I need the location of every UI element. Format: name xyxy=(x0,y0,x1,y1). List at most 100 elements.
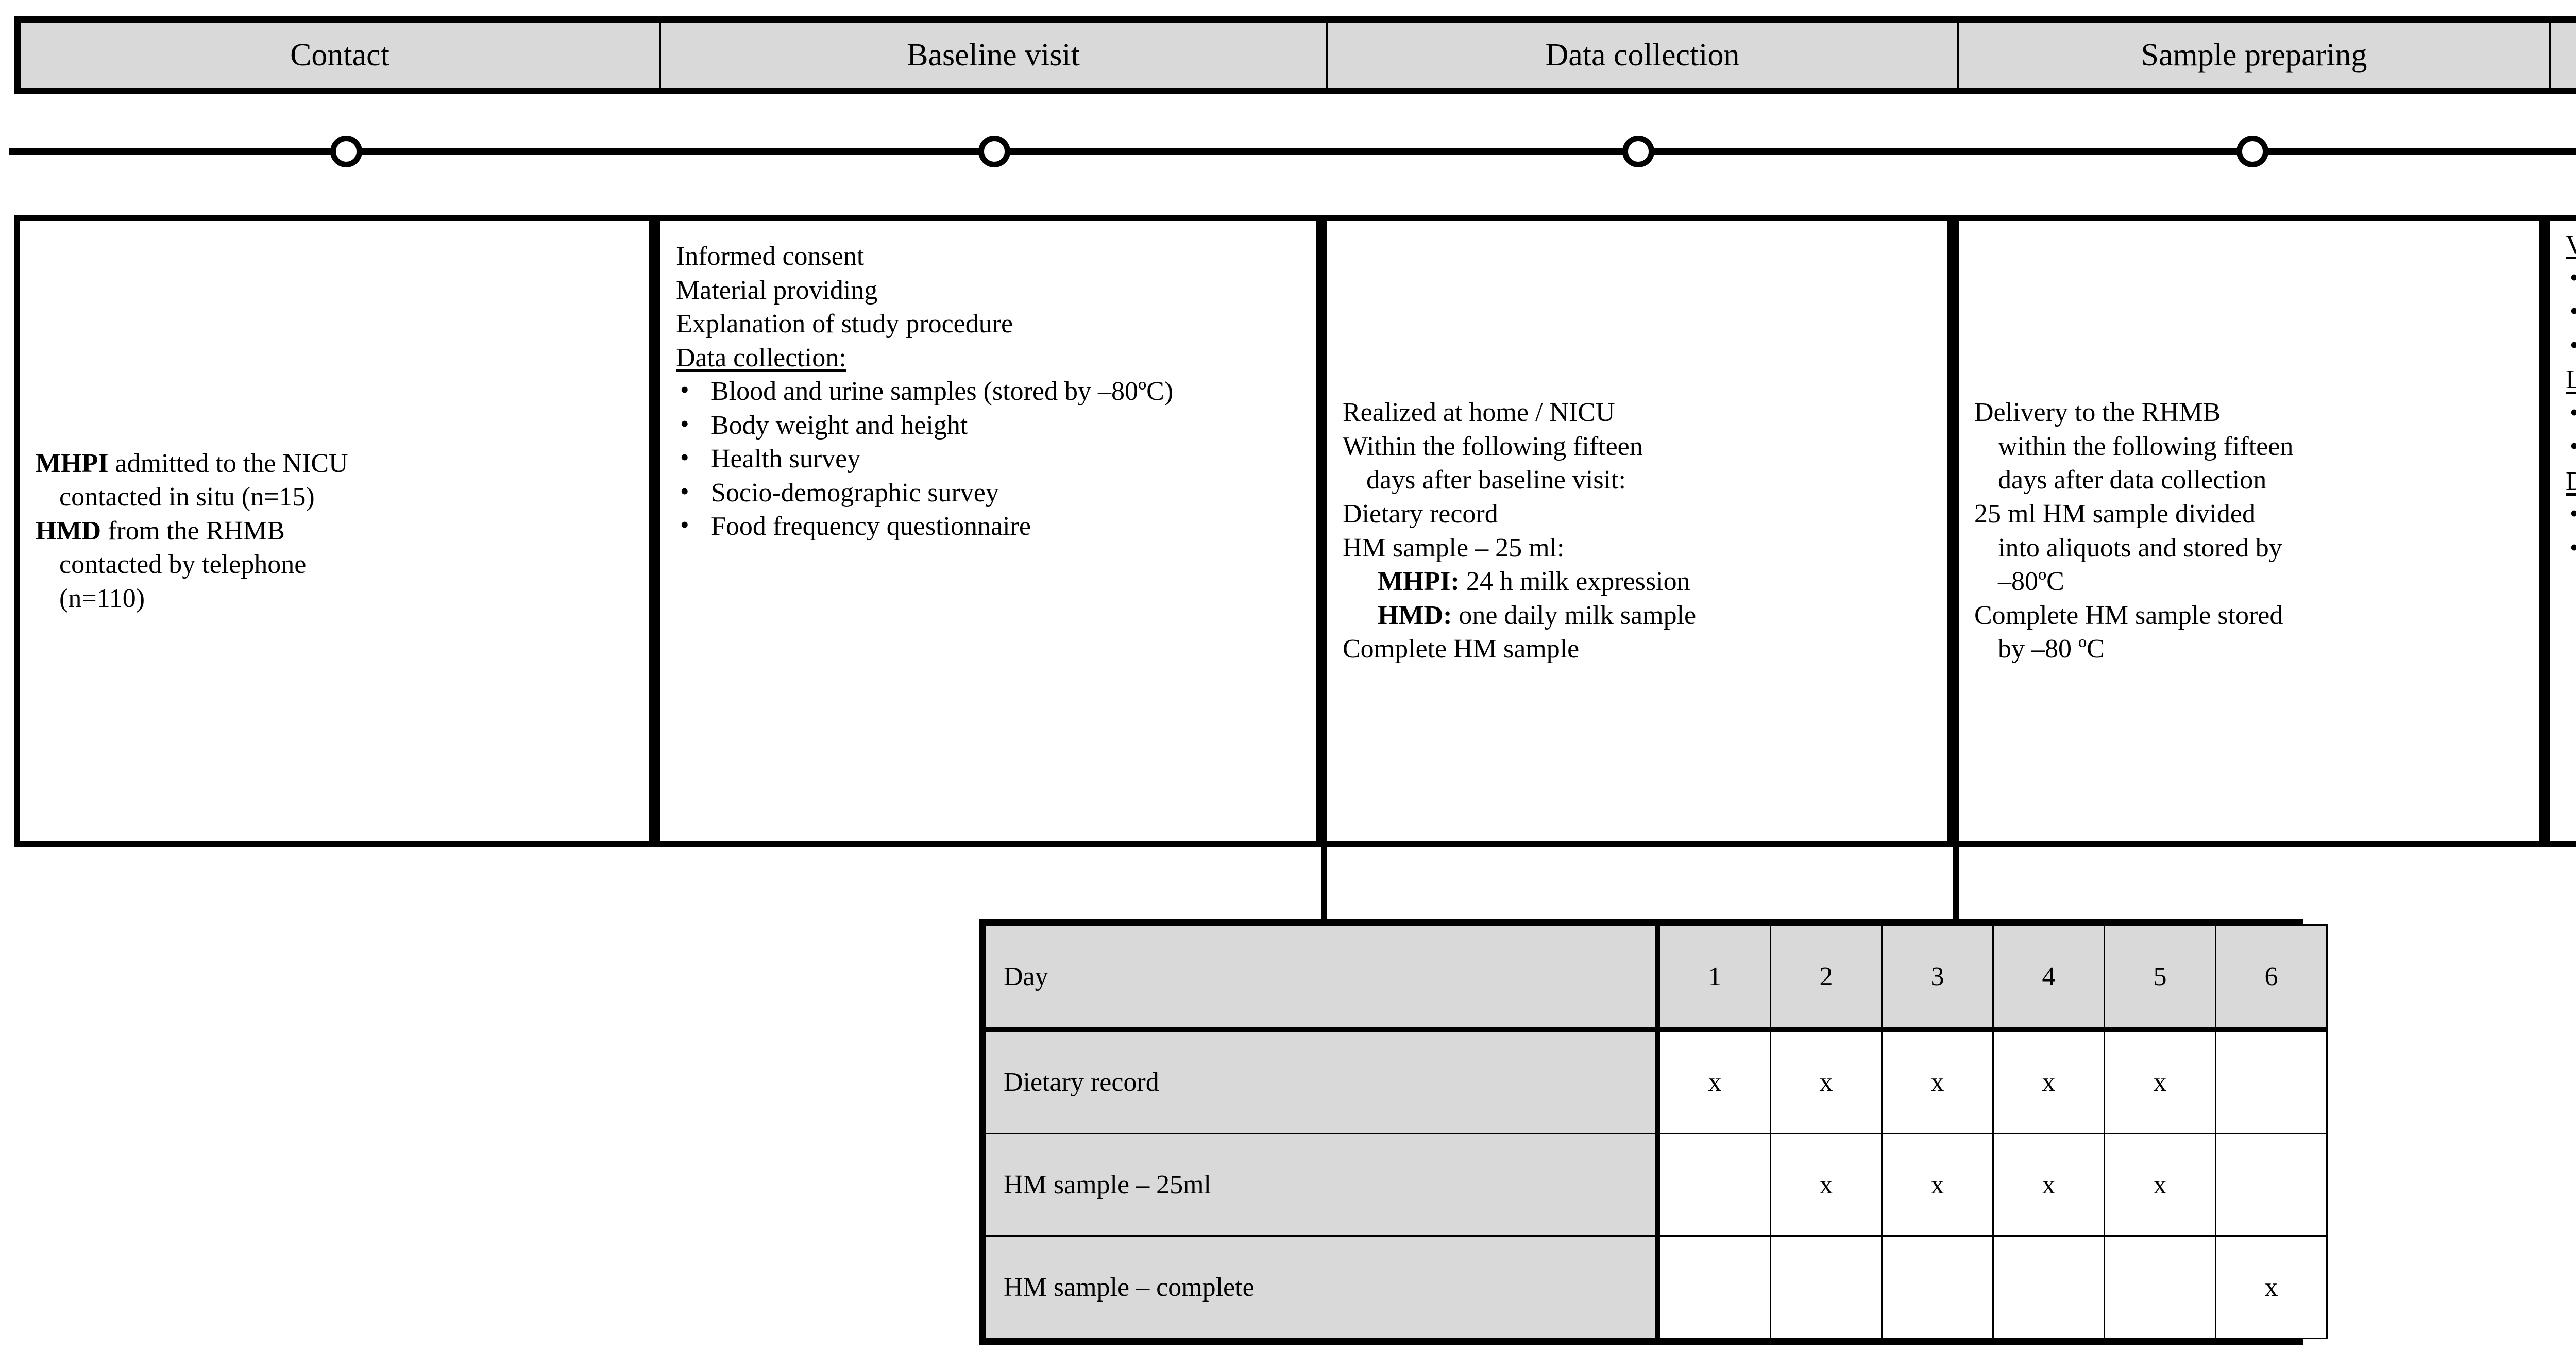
analysis-bullets-lipid: Complete HM sample Plasma and Erythrocyt… xyxy=(2566,396,2576,465)
cell-hm-sample-complete-day-3 xyxy=(1881,1235,1994,1339)
data-collection-line-2: Within the following fifteen xyxy=(1343,431,1643,461)
baseline-section-heading: Data collection: xyxy=(676,343,846,373)
data-collection-line-6: MHPI: 24 h milk expression xyxy=(1378,567,1690,597)
table-row-label-hm-sample-complete: HM sample – complete xyxy=(985,1235,1660,1339)
contact-line-1: MHPI admitted to the NICU xyxy=(36,448,348,478)
table-header-day-5: 5 xyxy=(2104,924,2216,1032)
panel-contact: MHPI admitted to the NICU contacted in s… xyxy=(14,215,655,847)
cell-dietary-record-day-5: x xyxy=(2104,1028,2216,1134)
data-collection-line-3: days after baseline visit: xyxy=(1366,465,1626,495)
list-item: Body weight and height xyxy=(676,408,1302,443)
sample-preparing-leg-left xyxy=(1953,841,1959,924)
panel-data-collection-body: Realized at home / NICU Within the follo… xyxy=(1327,221,1947,841)
list-item: Plasma and Erythrocyte sample xyxy=(2566,430,2576,465)
phase-header-baseline-visit-label: Baseline visit xyxy=(907,38,1080,73)
table-row: Dietary record x x x x x xyxy=(985,1028,2328,1134)
baseline-bullet-list: Blood and urine samples (stored by –80ºC… xyxy=(676,374,1302,544)
analysis-heading-lipid: Lipid analyses: xyxy=(2566,365,2576,395)
phase-header-analysis: Analysis xyxy=(2551,23,2576,88)
list-item: Socio-demographic survey xyxy=(676,475,1302,510)
cell-dietary-record-day-2: x xyxy=(1770,1028,1883,1134)
analysis-heading-dietary: Dietary study: xyxy=(2566,466,2576,496)
table-header-day-3: 3 xyxy=(1881,924,1994,1032)
baseline-line-3: Explanation of study procedure xyxy=(676,309,1013,339)
sample-preparing-line-2: within the following fifteen xyxy=(1998,431,2294,461)
phase-header-contact: Contact xyxy=(21,23,661,88)
phase-header-data-collection-label: Data collection xyxy=(1545,38,1740,73)
analysis-bullets-vitamin: HM sample – 25ml Plasma and Erythrocyte … xyxy=(2566,261,2576,364)
cell-hm-sample-complete-day-6: x xyxy=(2215,1235,2328,1339)
cell-hm-sample-25ml-day-1 xyxy=(1657,1133,1771,1237)
cell-hm-sample-25ml-day-4: x xyxy=(1992,1133,2105,1237)
panel-sample-preparing-body: Delivery to the RHMB within the followin… xyxy=(1959,221,2539,841)
analysis-heading-vitamin: Vitamin and mineral analyses: xyxy=(2566,230,2576,260)
table-row-label-hm-sample-25ml: HM sample – 25ml xyxy=(985,1133,1660,1237)
timeline-axis xyxy=(9,148,2576,155)
data-collection-line-8: Complete HM sample xyxy=(1343,634,1580,664)
panel-baseline-visit: Informed consent Material providing Expl… xyxy=(655,215,1321,847)
table-row-header: Day 1 2 3 4 5 6 xyxy=(985,924,2328,1032)
list-item: Food frequency questionnaire xyxy=(2566,531,2576,566)
panel-sample-preparing: Delivery to the RHMB within the followin… xyxy=(1953,215,2545,847)
baseline-line-1: Informed consent xyxy=(676,242,865,271)
phase-header-baseline-visit: Baseline visit xyxy=(661,23,1328,88)
phase-header-data-collection: Data collection xyxy=(1328,23,1959,88)
cell-hm-sample-complete-day-4 xyxy=(1992,1235,2105,1339)
contact-line-3: HMD from the RHMB xyxy=(36,516,285,546)
table-row-label-dietary-record: Dietary record xyxy=(985,1028,1660,1134)
table-row: HM sample – 25ml x x x x xyxy=(985,1133,2328,1237)
panel-contact-body: MHPI admitted to the NICU contacted in s… xyxy=(20,221,649,841)
phase-header-sample-preparing-label: Sample preparing xyxy=(2141,38,2367,73)
cell-dietary-record-day-6 xyxy=(2215,1028,2328,1134)
cell-hm-sample-25ml-day-6 xyxy=(2215,1133,2328,1237)
timeline-node-2 xyxy=(978,136,1010,167)
contact-line-4: contacted by telephone xyxy=(59,550,307,580)
timeline-node-3 xyxy=(1622,136,1654,167)
data-collection-line-4: Dietary record xyxy=(1343,499,1498,529)
table-header-day-label: Day xyxy=(985,924,1660,1032)
sample-preparing-leg-bottom-stub xyxy=(1882,841,1959,847)
analysis-bullets-dietary: Weighted dietary record Food frequency q… xyxy=(2566,497,2576,566)
sample-preparing-line-1: Delivery to the RHMB xyxy=(1974,398,2221,428)
cell-hm-sample-complete-day-2 xyxy=(1770,1235,1883,1339)
table-row: HM sample – complete x xyxy=(985,1235,2328,1339)
list-item: Blood and urine samples (stored by –80ºC… xyxy=(676,374,1302,409)
data-collection-line-1: Realized at home / NICU xyxy=(1343,398,1615,428)
data-collection-leg-left xyxy=(1321,841,1327,924)
cell-dietary-record-day-4: x xyxy=(1992,1028,2105,1134)
data-collection-line-7: HMD: one daily milk sample xyxy=(1378,600,1697,630)
list-item: HM sample – 25ml xyxy=(2566,261,2576,296)
table-header-day-6: 6 xyxy=(2215,924,2328,1032)
timeline-node-1 xyxy=(330,136,362,167)
panel-analysis-body: Vitamin and mineral analyses: HM sample … xyxy=(2550,221,2576,575)
timeline-node-4 xyxy=(2236,136,2268,167)
cell-hm-sample-complete-day-5 xyxy=(2104,1235,2216,1339)
list-item: Complete HM sample xyxy=(2566,396,2576,431)
list-item: Food frequency questionnaire xyxy=(676,509,1302,544)
sample-preparing-line-4: 25 ml HM sample divided xyxy=(1974,499,2256,529)
panel-data-collection: Realized at home / NICU Within the follo… xyxy=(1321,215,1953,847)
list-item: Health survey xyxy=(676,441,1302,476)
table-header-day-4: 4 xyxy=(1992,924,2105,1032)
sample-preparing-line-8: by –80 ºC xyxy=(1998,634,2105,664)
list-item: Plasma and Erythrocyte sample xyxy=(2566,295,2576,330)
cell-hm-sample-25ml-day-2: x xyxy=(1770,1133,1883,1237)
phase-header-sample-preparing: Sample preparing xyxy=(1959,23,2551,88)
cell-hm-sample-25ml-day-3: x xyxy=(1881,1133,1994,1237)
list-item: Urine sample xyxy=(2566,329,2576,364)
sample-preparing-line-3: days after data collection xyxy=(1998,465,2267,495)
day-schedule-table: Day 1 2 3 4 5 6 Dietary record x x x x x… xyxy=(979,919,2328,1345)
table-header-day-2: 2 xyxy=(1770,924,1883,1032)
contact-line-5: (n=110) xyxy=(59,583,145,613)
cell-dietary-record-day-1: x xyxy=(1657,1028,1771,1134)
data-collection-leg-bottom-stub xyxy=(1321,841,1399,847)
cell-dietary-record-day-3: x xyxy=(1881,1028,1994,1134)
table-header-day-1: 1 xyxy=(1657,924,1771,1032)
data-collection-line-5: HM sample – 25 ml: xyxy=(1343,533,1565,563)
contact-line-2: contacted in situ (n=15) xyxy=(59,482,315,512)
sample-preparing-line-7: Complete HM sample stored xyxy=(1974,600,2283,630)
phase-header-row: Contact Baseline visit Data collection S… xyxy=(14,16,2576,94)
panel-analysis: Vitamin and mineral analyses: HM sample … xyxy=(2545,215,2576,847)
sample-preparing-line-6: –80ºC xyxy=(1998,567,2064,597)
